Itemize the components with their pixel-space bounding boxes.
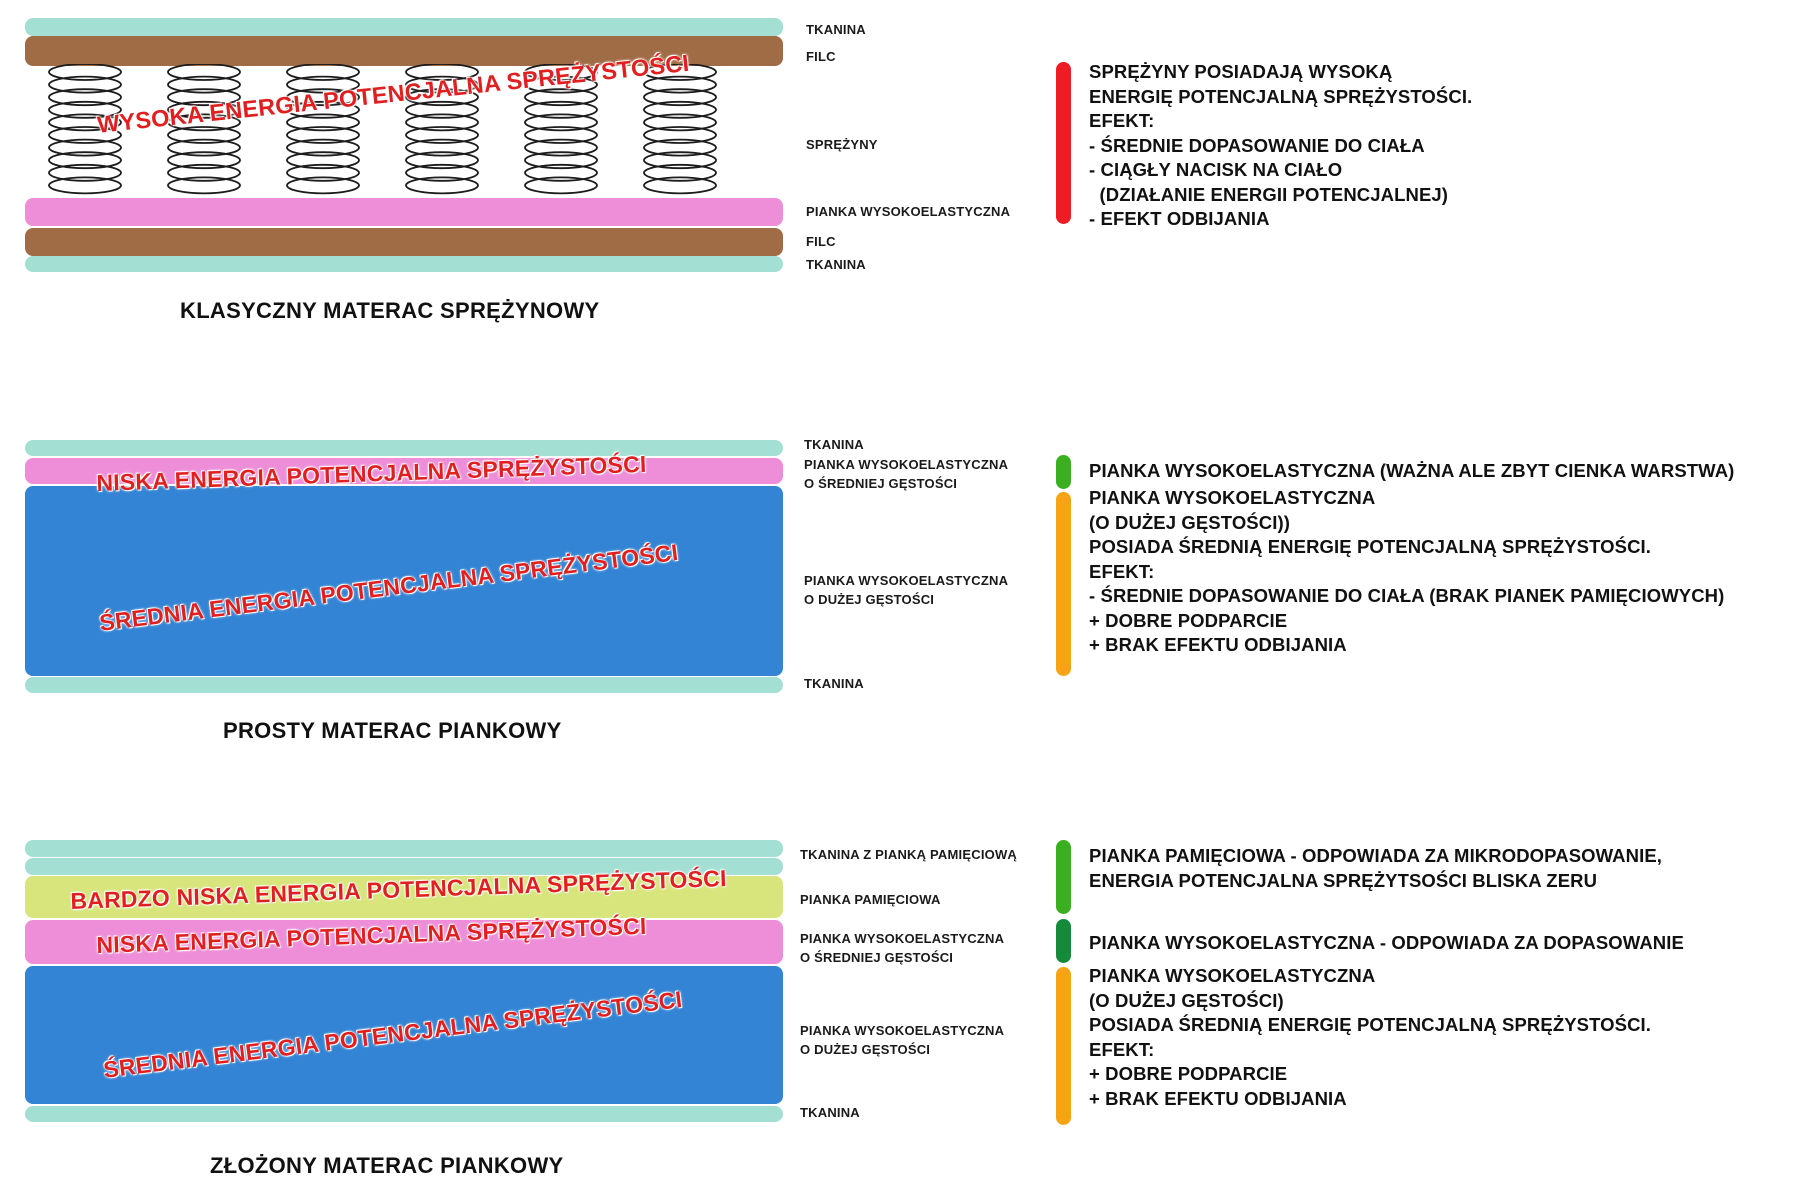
rating-bar-dark-green	[1056, 919, 1071, 963]
label-felt-top: FILC	[806, 49, 836, 64]
layer-hd-foam	[25, 966, 783, 1104]
rating-bar-orange	[1056, 967, 1071, 1125]
spring-coil	[643, 64, 717, 195]
layer-ha-foam	[25, 198, 783, 226]
spring-coil	[286, 64, 360, 195]
layer-felt-top	[25, 36, 783, 66]
label-fabric-bottom: TKANINA	[804, 676, 864, 691]
rating-bar-green	[1056, 455, 1071, 489]
description-ha-foam: PIANKA WYSOKOELASTYCZNA (WAŻNA ALE ZBYT …	[1089, 460, 1735, 481]
title-spring-mattress: KLASYCZNY MATERAC SPRĘŻYNOWY	[180, 298, 600, 323]
spring-coil	[167, 64, 241, 195]
label-hd-foam-line1: PIANKA WYSOKOELASTYCZNA	[804, 573, 1009, 588]
spring-coil	[524, 64, 598, 195]
layer-hd-foam	[25, 486, 783, 676]
label-hd-foam-line1: PIANKA WYSOKOELASTYCZNA	[800, 1023, 1005, 1038]
label-ha-foam-line2: O ŚREDNIEJ GĘSTOŚCI	[804, 476, 958, 491]
layer-felt-bottom	[25, 228, 783, 256]
layer-fabric-bottom	[25, 256, 783, 272]
label-memory-foam: PIANKA PAMIĘCIOWA	[800, 892, 941, 907]
description-ha-foam: PIANKA WYSOKOELASTYCZNA - ODPOWIADA ZA D…	[1089, 932, 1684, 953]
layer-fabric-top	[25, 440, 783, 456]
layer-fabric-memory-bottom	[25, 858, 783, 875]
title-simple-foam-mattress: PROSTY MATERAC PIANKOWY	[223, 718, 562, 743]
label-hd-foam-line2: O DUŻEJ GĘSTOŚCI	[800, 1042, 931, 1057]
label-fabric-top: TKANINA	[804, 437, 864, 452]
label-fabric-bottom: TKANINA	[806, 257, 866, 272]
layer-fabric-top	[25, 18, 783, 36]
label-ha-foam: PIANKA WYSOKOELASTYCZNA	[806, 204, 1011, 219]
rating-bar-orange	[1056, 492, 1071, 676]
description-memory-foam: PIANKA PAMIĘCIOWA - ODPOWIADA ZA MIKRODO…	[1089, 845, 1663, 891]
description-hd-foam: PIANKA WYSOKOELASTYCZNA (O DUŻEJ GĘSTOŚC…	[1089, 487, 1725, 655]
springs-layer	[48, 64, 717, 195]
layer-ha-foam	[25, 920, 783, 964]
layer-memory-foam	[25, 876, 783, 918]
spring-coil	[48, 64, 122, 195]
label-hd-foam-line2: O DUŻEJ GĘSTOŚCI	[804, 592, 935, 607]
label-ha-foam-line1: PIANKA WYSOKOELASTYCZNA	[804, 457, 1009, 472]
label-fabric-bottom: TKANINA	[800, 1105, 860, 1120]
title-complex-foam-mattress: ZŁOŻONY MATERAC PIANKOWY	[210, 1153, 564, 1178]
rating-bar-red	[1056, 62, 1071, 224]
label-springs: SPRĘŻYNY	[806, 137, 878, 152]
label-fabric-memory: TKANINA Z PIANKĄ PAMIĘCIOWĄ	[800, 847, 1017, 862]
layer-fabric-bottom	[25, 677, 783, 693]
rating-bar-green	[1056, 840, 1071, 914]
label-ha-foam-line2: O ŚREDNIEJ GĘSTOŚCI	[800, 950, 954, 965]
layer-fabric-bottom	[25, 1106, 783, 1122]
spring-coil	[405, 64, 479, 195]
layer-ha-foam	[25, 458, 783, 484]
label-felt-bottom: FILC	[806, 234, 836, 249]
description-spring: SPRĘŻYNY POSIADAJĄ WYSOKĄ ENERGIĘ POTENC…	[1089, 61, 1473, 229]
description-hd-foam: PIANKA WYSOKOELASTYCZNA (O DUŻEJ GĘSTOŚC…	[1089, 965, 1652, 1109]
label-ha-foam-line1: PIANKA WYSOKOELASTYCZNA	[800, 931, 1005, 946]
label-fabric-top: TKANINA	[806, 22, 866, 37]
layer-fabric-memory-top	[25, 840, 783, 857]
